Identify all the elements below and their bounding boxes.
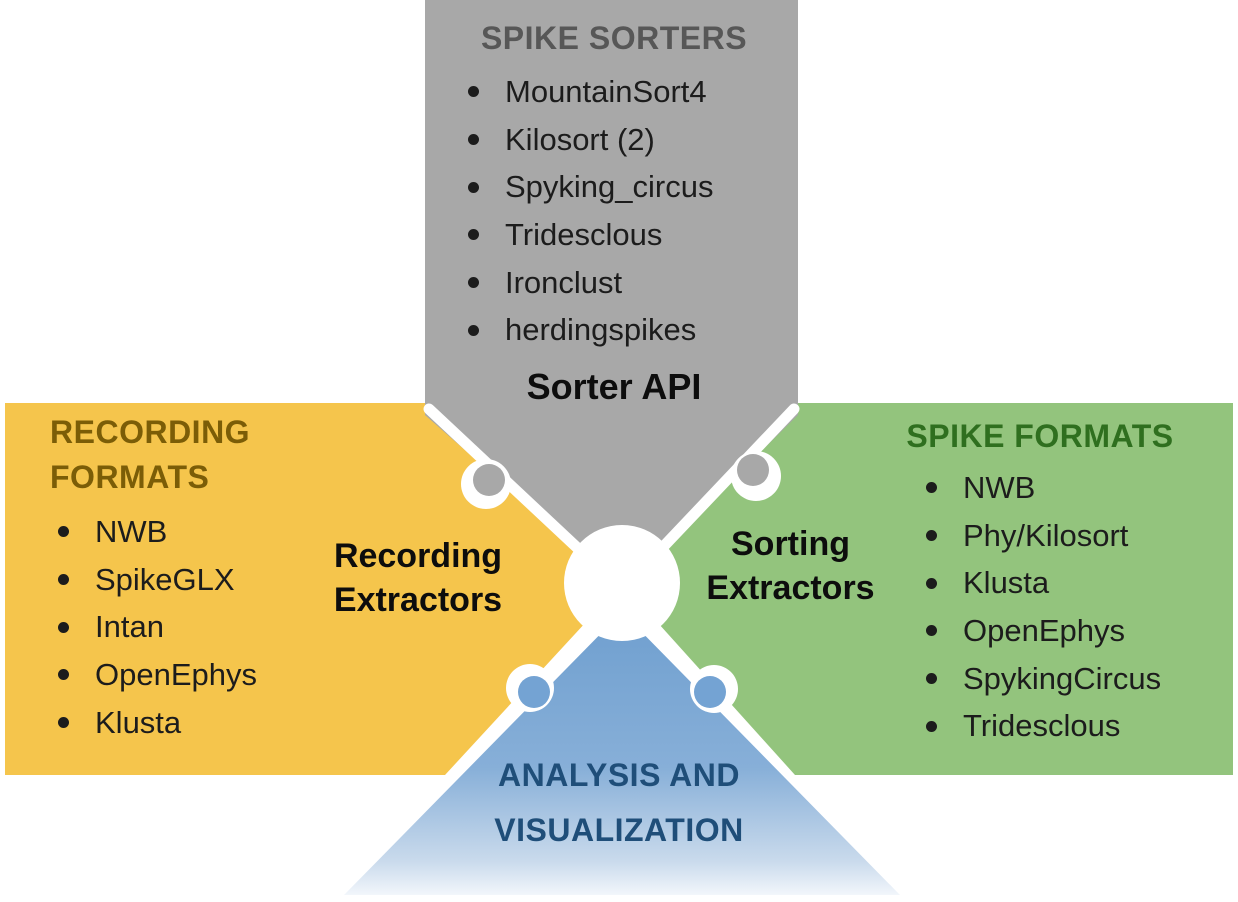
spike-formats-heading: SPIKE FORMATS [906,418,1174,454]
list-item-label: Phy/Kilosort [963,517,1129,553]
bullet-icon [58,573,69,585]
list-item-label: NWB [95,514,168,549]
recording-formats-list: NWB SpikeGLX Intan OpenEphys Klusta [58,514,257,740]
knob-blue-left [518,676,550,708]
bullet-icon [468,229,479,241]
recording-extractors-label: Recording Extractors [333,537,503,620]
list-item-label: NWB [963,470,1036,505]
spike-sorters-list: MountainSort4 Kilosort (2) Spyking_circu… [468,74,713,348]
spike-formats-piece [622,403,1233,775]
bullet-icon [926,529,937,541]
list-item-label: SpikeGLX [95,561,235,597]
sorter-api-label: Sorter API [526,366,702,407]
list-item: Klusta [926,565,1161,601]
list-item: Ironclust [468,265,713,301]
center-circle [564,525,680,641]
list-item: NWB [58,514,257,550]
bullet-icon [926,577,937,589]
list-item-label: MountainSort4 [505,74,707,109]
list-item: herdingspikes [468,312,713,348]
bullet-icon [468,276,479,288]
spike-formats-list: NWB Phy/Kilosort Klusta OpenEphys Spykin… [926,470,1161,744]
bullet-icon [468,133,479,145]
bullet-icon [58,716,69,728]
list-item: Intan [58,609,257,645]
list-item: Spyking_circus [468,169,713,205]
list-item-label: Klusta [95,704,182,740]
knob-gray-right [737,454,769,486]
list-item: MountainSort4 [468,74,713,110]
list-item: Tridesclous [926,708,1161,744]
spike-sorters-heading: SPIKE SORTERS [480,20,748,56]
list-item: OpenEphys [58,657,257,693]
list-item: Kilosort (2) [468,122,713,158]
bullet-icon [926,720,937,732]
list-item-label: Spyking_circus [505,169,714,205]
list-item: Tridesclous [468,217,713,253]
list-item-label: SpykingCircus [963,660,1162,696]
list-item: SpikeGLX [58,562,257,598]
sorters-piece [425,0,798,588]
recording-formats-heading: RECORDING FORMATS [50,414,251,496]
bullet-icon [58,526,69,538]
analysis-piece [344,612,900,895]
list-item-label: Ironclust [505,264,623,300]
sorting-extractors-label: Sorting Extractors [706,525,875,608]
bullet-icon [58,621,69,633]
bullet-icon [468,324,479,336]
list-item-label: Intan [95,609,164,645]
list-item-label: Tridesclous [963,708,1121,744]
analysis-visualization-label: ANALYSIS AND VISUALIZATION [494,757,744,849]
list-item: NWB [926,470,1161,506]
list-item-label: OpenEphys [95,656,257,692]
bullet-icon [468,86,479,98]
list-item: SpykingCircus [926,661,1161,697]
list-item: Phy/Kilosort [926,518,1161,554]
knob-blue-right [694,676,726,708]
bullet-icon [926,672,937,684]
bullet-icon [926,625,937,637]
list-item-label: herdingspikes [505,312,697,348]
list-item-label: Kilosort (2) [505,121,655,157]
bullet-icon [468,181,479,193]
list-item-label: Tridesclous [505,216,663,252]
list-item: OpenEphys [926,613,1161,649]
bullet-icon [926,482,937,494]
bullet-icon [58,669,69,681]
list-item-label: Klusta [963,565,1050,601]
list-item-label: OpenEphys [963,612,1125,648]
list-item: Klusta [58,705,257,741]
knob-gray-left [473,464,505,496]
